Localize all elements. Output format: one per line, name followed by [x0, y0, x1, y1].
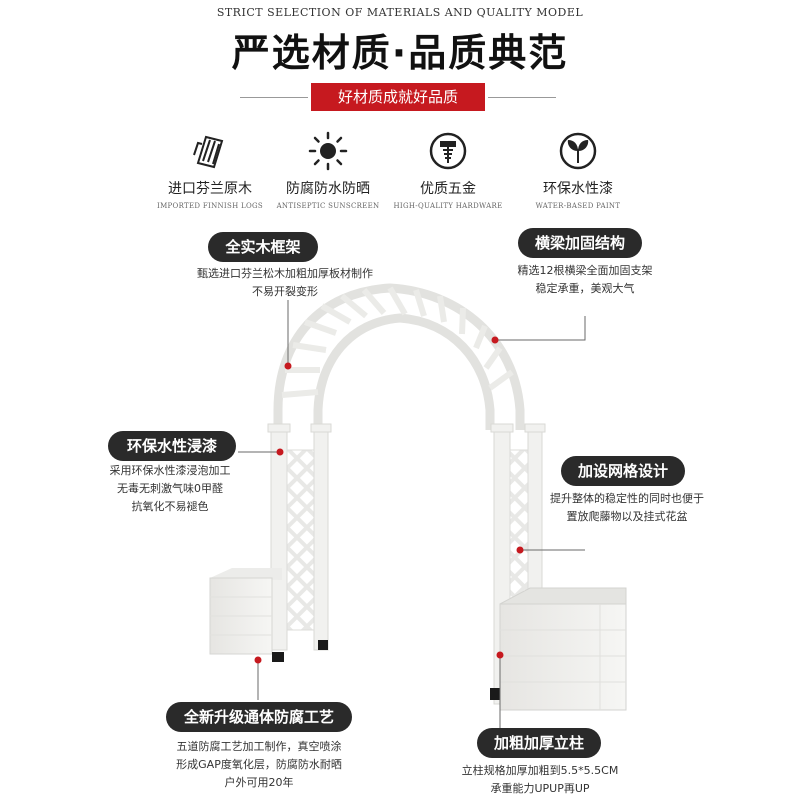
header-subtitle: STRICT SELECTION OF MATERIALS AND QUALIT… [216, 6, 584, 19]
desc-line: 置放爬藤物以及挂式花盆 [566, 510, 688, 523]
left-lattice-panel [286, 449, 315, 631]
desc-line: 提升整体的稳定性的同时也便于 [550, 492, 704, 505]
right-planter-box [490, 587, 627, 711]
callout-grid-desc: 提升整体的稳定性的同时也便于 置放爬藤物以及挂式花盆 [532, 490, 722, 526]
callout-anticorrosion-desc: 五道防腐工艺加工制作，真空喷涂 形成GAP度氧化层，防腐防水耐晒 户外可用20年 [166, 738, 352, 792]
desc-line: 精选12根横梁全面加固支架 [517, 264, 653, 277]
desc-line: 承重能力UPUP再UP [490, 782, 590, 795]
desc-line: 立柱规格加厚加粗到5.5*5.5CM [461, 764, 619, 777]
callout-pillar-desc: 立柱规格加厚加粗到5.5*5.5CM 承重能力UPUP再UP [440, 762, 640, 798]
desc-line: 采用环保水性漆浸泡加工 [109, 464, 231, 477]
feature-subtitle: ANTISEPTIC SUNSCREEN [276, 202, 380, 210]
banner-divider-right [488, 97, 556, 98]
callout-frame-desc: 甄选进口芬兰松木加粗加厚板材制作 不易开裂变形 [160, 265, 410, 301]
callout-beam-desc: 精选12根横梁全面加固支架 稳定承重，美观大气 [490, 262, 680, 298]
feature-water-paint: 环保水性漆 WATER-BASED PAINT [498, 130, 658, 210]
feature-hardware: 优质五金 HIGH-QUALITY HARDWARE [368, 130, 528, 210]
callout-leaders [238, 300, 586, 732]
arch-crossbeams [281, 286, 514, 398]
desc-line: 无毒无刺激气味0甲醛 [117, 482, 223, 495]
feature-title: 进口芬兰原木 [168, 181, 252, 197]
desc-line: 稳定承重，美观大气 [535, 282, 635, 295]
wood-planks-icon [130, 130, 290, 172]
feature-title: 防腐防水防晒 [286, 181, 370, 197]
screw-icon [368, 130, 528, 172]
left-post [267, 423, 332, 651]
leaf-sprout-icon [498, 130, 658, 172]
desc-line: 形成GAP度氧化层，防腐防水耐晒 [176, 758, 342, 771]
quality-banner: 好材质成就好品质 [311, 83, 485, 111]
left-planter-box [209, 568, 328, 662]
callout-paint-desc: 采用环保水性漆浸泡加工 无毒无刺激气味0甲醛 抗氧化不易褪色 [90, 462, 250, 516]
callout-frame-label: 全实木框架 [208, 232, 318, 262]
desc-line: 不易开裂变形 [252, 285, 318, 298]
desc-line: 甄选进口芬兰松木加粗加厚板材制作 [197, 267, 373, 280]
page-title: 严选材质·品质典范 [231, 31, 569, 75]
right-post [490, 423, 546, 705]
feature-subtitle: HIGH-QUALITY HARDWARE [393, 202, 503, 210]
desc-line: 五道防腐工艺加工制作，真空喷涂 [176, 740, 342, 753]
desc-line: 户外可用20年 [224, 776, 294, 789]
sun-icon [248, 130, 408, 172]
feature-subtitle: WATER-BASED PAINT [535, 202, 621, 210]
callout-paint-label: 环保水性浸漆 [108, 431, 236, 461]
feature-title: 环保水性漆 [543, 181, 613, 197]
callout-beam-label: 横梁加固结构 [518, 228, 642, 258]
right-lattice-panel [509, 449, 529, 606]
feature-subtitle: IMPORTED FINNISH LOGS [157, 202, 263, 210]
desc-line: 抗氧化不易褪色 [131, 500, 209, 513]
callout-anticorrosion-label: 全新升级通体防腐工艺 [166, 702, 352, 732]
feature-title: 优质五金 [420, 181, 476, 197]
feature-finnish-logs: 进口芬兰原木 IMPORTED FINNISH LOGS [130, 130, 290, 210]
callout-grid-label: 加设网格设计 [561, 456, 685, 486]
callout-pillar-label: 加粗加厚立柱 [477, 728, 601, 758]
feature-sunscreen: 防腐防水防晒 ANTISEPTIC SUNSCREEN [248, 130, 408, 210]
banner-divider-left [240, 97, 308, 98]
callout-dots [254, 336, 524, 664]
